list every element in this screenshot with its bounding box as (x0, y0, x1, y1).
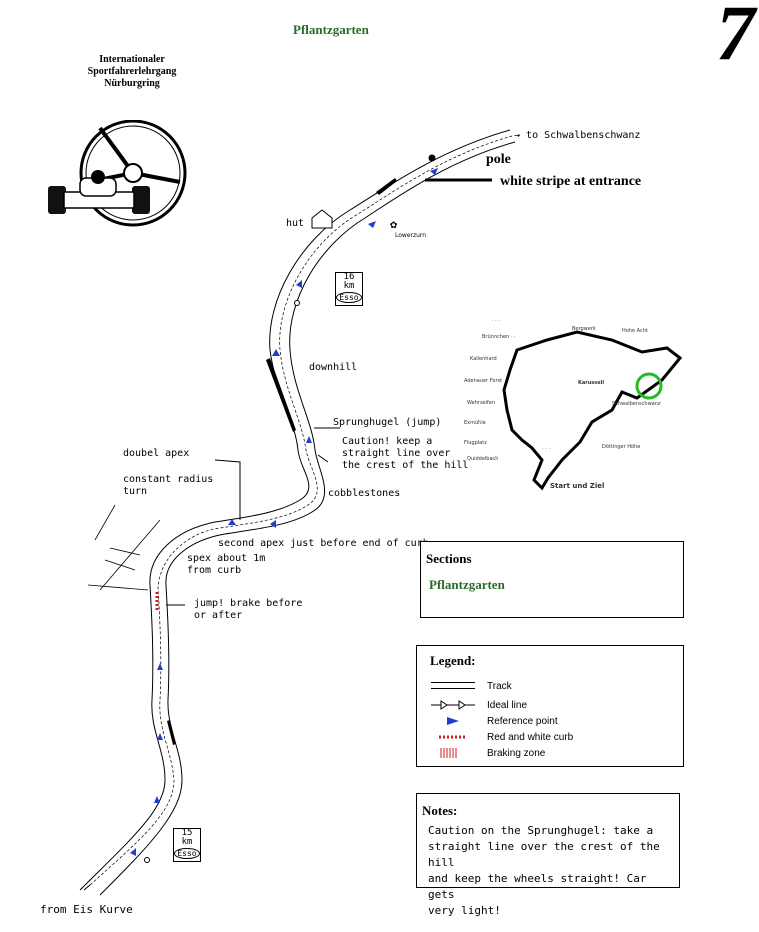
flag-icon: ✿ (390, 217, 398, 231)
label-spex: spex about 1m from curb (187, 553, 265, 577)
svg-text:Wehrseifen: Wehrseifen (467, 400, 495, 406)
notes-line-2: straight line over the crest of the hill (428, 840, 660, 869)
track-symbol (431, 679, 475, 693)
km-marker-16: 16 km Esso (335, 272, 363, 306)
esso-sign: Esso (336, 292, 362, 303)
svg-text:Start und Ziel: Start und Ziel (550, 482, 604, 490)
sections-box: Sections Pflantzgarten (420, 541, 684, 618)
caution-line-1: Caution! keep a (342, 436, 433, 447)
caution-line-3: the crest of the hill (342, 460, 469, 471)
km16-unit: km (343, 281, 355, 291)
svg-text:Brünnchen · ·: Brünnchen · · (482, 334, 516, 340)
institute-line-3: Nürburgring (104, 78, 160, 89)
svg-text:Hohe Acht: Hohe Acht (622, 328, 648, 334)
spex-line-1: spex about 1m (187, 553, 266, 564)
esso-sign-2: Esso (174, 848, 200, 859)
legend-box: Legend: Track Ideal line Reference point… (416, 645, 684, 767)
svg-text:Karussell: Karussell (578, 380, 604, 386)
km15-value: 15 (181, 828, 193, 838)
notes-text: Caution on the Sprunghugel: take a strai… (428, 823, 679, 919)
legend-label-brake: Braking zone (487, 747, 546, 759)
label-lowerzurn: Lowerzurn (395, 232, 427, 239)
notes-line-3: and keep the wheels straight! Car gets (428, 872, 647, 901)
label-constant-radius: constant radius turn (123, 474, 213, 498)
label-from: from Eis Kurve (40, 903, 133, 916)
label-second-apex: second apex just before end of curb (218, 538, 429, 549)
institute-line-1: Internationaler (99, 54, 165, 65)
steering-wheel-logo (48, 120, 187, 227)
label-caution: Caution! keep a straight line over the c… (342, 436, 468, 472)
legend-heading: Legend: (430, 653, 476, 668)
label-jump-brake: jump! brake before or after (194, 598, 302, 622)
legend-item-ideal: Ideal line (431, 697, 527, 713)
jump-brake-line-1: jump! brake before (194, 598, 303, 609)
svg-text:Adenauer Forst: Adenauer Forst (464, 378, 502, 384)
notes-heading: Notes: (422, 803, 458, 818)
label-downhill: downhill (309, 362, 358, 373)
braking-zone-symbol (440, 748, 457, 758)
legend-label-ref: Reference point (487, 715, 558, 727)
page-title: Pflantzgarten (293, 22, 369, 37)
legend-label-track: Track (487, 680, 512, 692)
institute-line-2: Sportfahrerlehrgang (87, 66, 177, 77)
legend-item-curb: Red and white curb (431, 729, 573, 745)
track-edges (79, 129, 516, 896)
notes-line-4: very light! (428, 904, 501, 917)
curb-symbol (439, 735, 467, 739)
ideal-line-symbol (431, 700, 475, 710)
legend-item-brake: Braking zone (431, 745, 545, 761)
notes-line-1: Caution on the Sprunghugel: take a (428, 824, 654, 837)
label-sprunghugel: Sprunghugel (jump) (333, 417, 442, 428)
spex-line-2: from curb (187, 565, 242, 576)
svg-text:· · ·: · · · (492, 318, 500, 324)
ideal-line (89, 135, 513, 886)
sections-heading: Sections (426, 551, 472, 566)
notes-box: Notes: Caution on the Sprunghugel: take … (416, 793, 680, 917)
constant-radius-line-2: turn (123, 486, 148, 497)
constant-radius-line-1: constant radius (123, 474, 214, 485)
km-marker-15: 15 km Esso (173, 828, 201, 862)
reference-point-icon (447, 717, 459, 725)
hut-icon (311, 209, 333, 229)
leader-lines (166, 154, 492, 606)
reference-points (130, 168, 438, 856)
caution-line-2: straight line over (342, 448, 451, 459)
jump-brake-line-2: or after (194, 610, 243, 621)
legend-label-ideal: Ideal line (487, 699, 528, 711)
svg-text:· · ·: · · · (542, 446, 550, 452)
shoulders (167, 178, 397, 745)
legend-label-curb: Red and white curb (487, 731, 574, 743)
svg-text:Flugplatz: Flugplatz (464, 440, 487, 446)
label-doubel-apex: doubel apex (123, 448, 190, 459)
sketch-marks (87, 504, 161, 591)
page-number: 7 (716, 0, 755, 76)
location-highlight (635, 372, 663, 400)
legend-item-ref: Reference point (431, 713, 558, 729)
svg-text:Bergwerk: Bergwerk (572, 326, 596, 332)
svg-text:Exmühle: Exmühle (464, 420, 486, 426)
km15-unit: km (181, 837, 193, 847)
label-hut: hut (286, 218, 305, 229)
section-item-pflantzgarten: Pflantzgarten (429, 577, 505, 592)
institute-name: Internationaler Sportfahrerlehrgang Nürb… (62, 54, 202, 90)
svg-text:Kallenhard: Kallenhard (470, 356, 497, 362)
label-pole: pole (486, 152, 511, 167)
label-white-stripe: white stripe at entrance (500, 174, 642, 189)
label-cobblestones: cobblestones (328, 488, 401, 499)
svg-text:Schwalbenschwanz: Schwalbenschwanz (612, 401, 661, 407)
svg-text:Quiddelbach: Quiddelbach (467, 456, 498, 462)
label-to-schwalbenschwanz: → to Schwalbenschwanz (514, 130, 641, 141)
legend-item-track: Track (431, 678, 512, 694)
km16-value: 16 (343, 272, 355, 282)
svg-text:Döttinger Höhe: Döttinger Höhe (602, 444, 640, 450)
